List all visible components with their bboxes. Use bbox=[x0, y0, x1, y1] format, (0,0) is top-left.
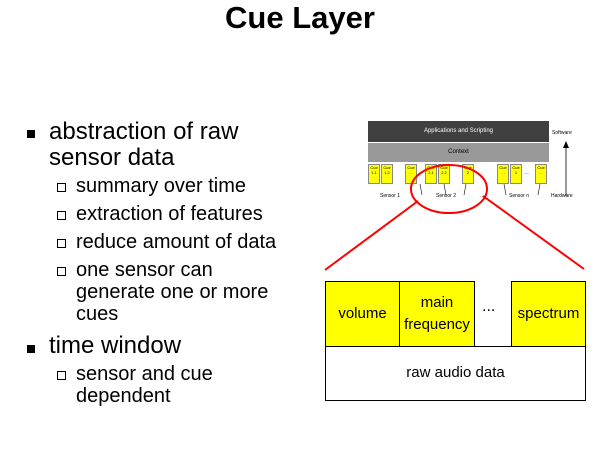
sub-bullet-marker bbox=[57, 211, 66, 220]
sub-bullet-text: cues bbox=[76, 303, 119, 325]
spectrum-cue-box: spectrum bbox=[511, 281, 586, 347]
thumb-sensor-label: Sensor n bbox=[509, 193, 530, 199]
connector-tick bbox=[463, 183, 467, 196]
sub-bullet-text: reduce amount of data bbox=[76, 231, 277, 253]
thumb-cue: Cue 1.2 bbox=[381, 164, 393, 184]
hardware-label: Hardware bbox=[551, 193, 573, 199]
sub-bullet-marker bbox=[57, 183, 66, 192]
connector-tick bbox=[419, 183, 423, 196]
thumb-sensor-label: Sensor 2 bbox=[436, 193, 457, 199]
software-arrowhead bbox=[563, 141, 569, 148]
thumb-ellipsis: … bbox=[524, 170, 529, 176]
bullet-text: abstraction of raw bbox=[49, 118, 239, 145]
applications-layer-bar: Applications and Scripting bbox=[368, 121, 549, 142]
thumb-cue: Cue 1 bbox=[510, 164, 522, 184]
thumb-cue: Cue … bbox=[497, 164, 509, 184]
thumb-sensor-label: Sensor 1 bbox=[380, 193, 401, 199]
connector-tick bbox=[537, 183, 541, 196]
raw-audio-data-box: raw audio data bbox=[325, 346, 586, 401]
thumb-cue: Cue 1.1 bbox=[368, 164, 380, 184]
sub-bullet-text: dependent bbox=[76, 385, 171, 407]
bullet-marker bbox=[27, 345, 35, 353]
zoom-line-right bbox=[482, 195, 585, 270]
bullet-text: time window bbox=[49, 332, 182, 359]
cue-ellipsis: ... bbox=[482, 298, 496, 315]
sub-bullet-text: summary over time bbox=[76, 175, 247, 197]
context-layer-bar: Context bbox=[368, 143, 549, 162]
bullet-marker bbox=[27, 130, 35, 138]
sub-bullet-text: sensor and cue bbox=[76, 363, 213, 385]
software-label: Software bbox=[552, 130, 572, 136]
bullet-text: sensor data bbox=[49, 144, 175, 171]
volume-cue-box: volume bbox=[325, 281, 400, 347]
sub-bullet-text: generate one or more bbox=[76, 281, 269, 303]
highlight-ellipse bbox=[410, 164, 488, 214]
sub-bullet-text: extraction of features bbox=[76, 203, 263, 225]
connector-tick bbox=[503, 183, 507, 196]
slide-title: Cue Layer bbox=[225, 0, 375, 35]
thumb-sensor-ellipsis: … bbox=[480, 193, 485, 199]
connector-tick bbox=[443, 183, 447, 196]
sub-bullet-marker bbox=[57, 371, 66, 380]
thumb-cue: Cue … bbox=[535, 164, 547, 184]
main-frequency-cue-box: main frequency bbox=[399, 281, 475, 347]
sub-bullet-marker bbox=[57, 267, 66, 276]
sub-bullet-marker bbox=[57, 239, 66, 248]
sub-bullet-text: one sensor can bbox=[76, 259, 213, 281]
raw-audio-label: raw audio data bbox=[406, 364, 505, 381]
zoom-line-left bbox=[324, 200, 419, 271]
